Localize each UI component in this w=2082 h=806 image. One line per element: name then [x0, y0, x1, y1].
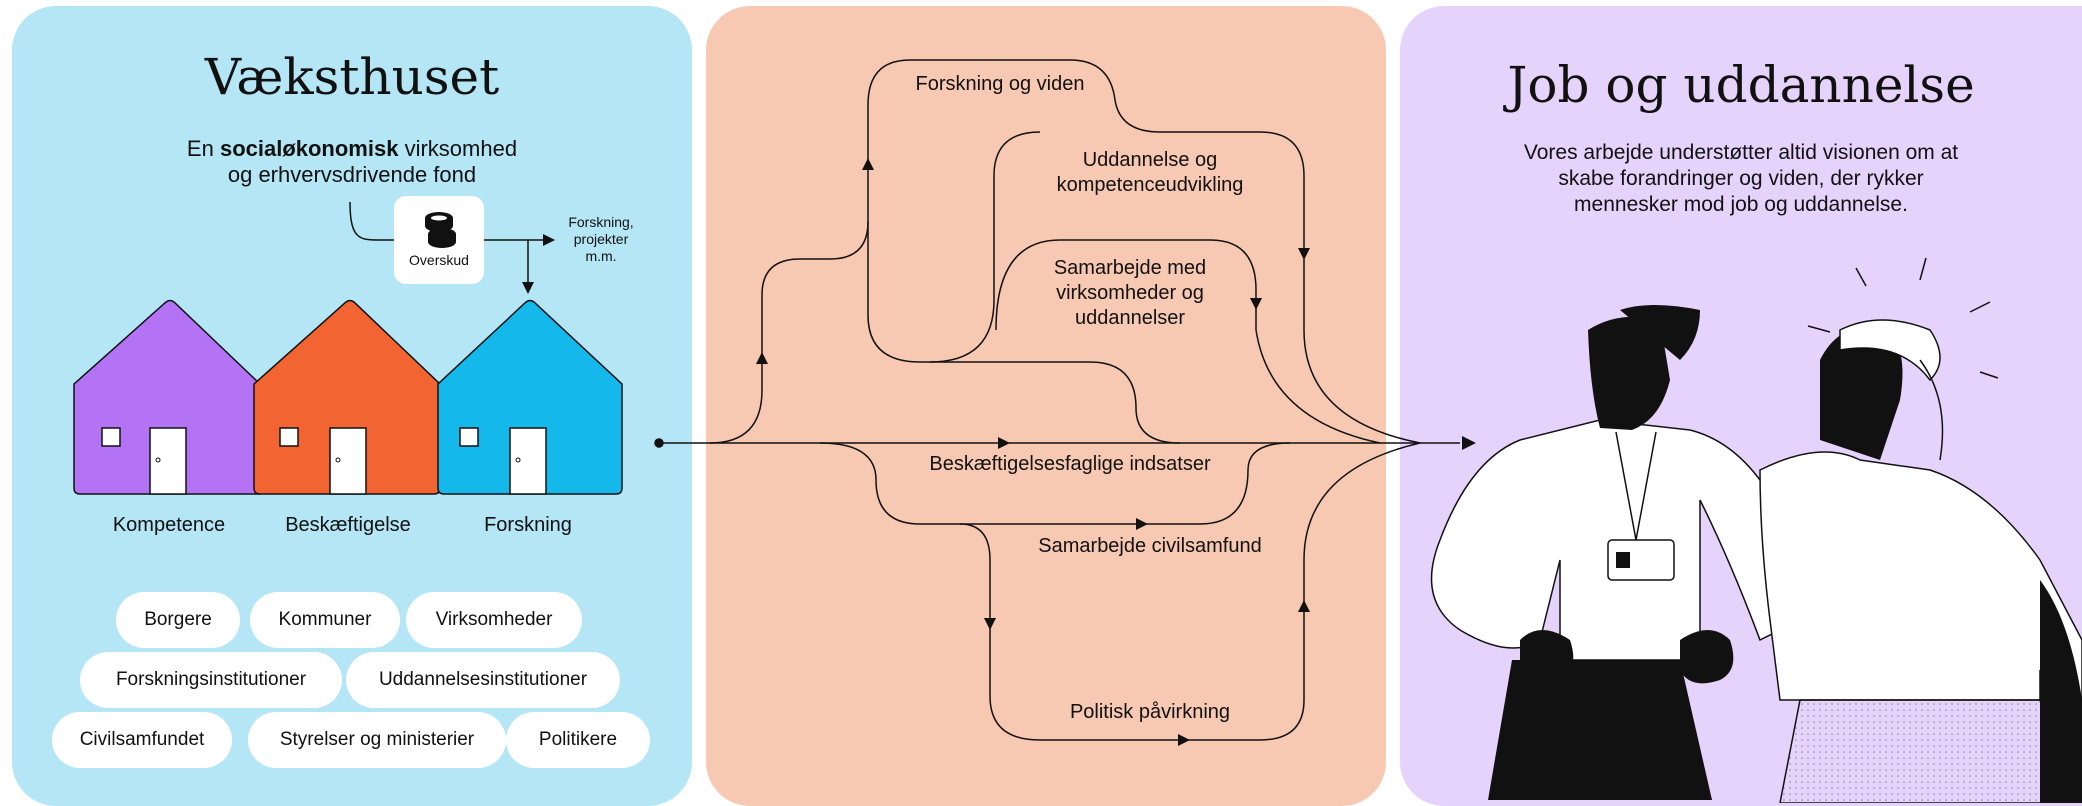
stakeholder-pill: Kommuner [250, 592, 400, 648]
house-label-kompetence: Kompetence [112, 514, 226, 536]
surplus-box: Overskud [394, 196, 484, 284]
sparkle-icon [1807, 257, 1999, 379]
flow-forskning-line [709, 59, 1421, 444]
surplus-out-arrowhead [543, 234, 555, 246]
surplus-down-arrowhead [522, 282, 534, 294]
flow-politisk-line [959, 442, 1421, 741]
surplus-target-line-1: Forskning, [568, 214, 634, 230]
subtitle-prefix: En [186, 136, 220, 161]
person-woman-illustration [1759, 257, 2082, 803]
flow-virksomheder-line-2: virksomheder og [1056, 282, 1204, 304]
window-icon [279, 427, 299, 447]
house-kompetence [73, 299, 261, 495]
flow-output-arrow [1462, 436, 1476, 450]
stakeholder-pill: Forskningsinstitutioner [80, 652, 342, 708]
subtitle-suffix: virksomhed [398, 136, 518, 161]
flow-label-virksomheder: Samarbejde med virksomheder og uddannels… [1020, 256, 1240, 331]
flow-label-uddannelse: Uddannelse og kompetenceudvikling [1020, 148, 1280, 198]
stakeholder-pill: Styrelser og ministerier [248, 712, 506, 768]
stakeholder-pill: Uddannelsesinstitutioner [346, 652, 620, 708]
house-label-forskning: Forskning [484, 514, 572, 536]
activities-panel [706, 6, 1386, 806]
house-forskning [437, 299, 623, 495]
stakeholder-pill: Virksomheder [406, 592, 582, 648]
flow-uddannelse-line-2: kompetenceudvikling [1056, 174, 1244, 196]
flow-virksomheder-line-3: uddannelser [1074, 307, 1186, 329]
vaeksthuset-subtitle: En socialøkonomisk virksomhed og erhverv… [12, 136, 692, 188]
subtitle-line2: og erhvervsdrivende fond [227, 162, 477, 187]
window-icon [459, 427, 479, 447]
surplus-target-line-2: projekter [573, 231, 629, 247]
flow-uddannelse-line [929, 131, 1041, 363]
flow-branch-line [867, 222, 1181, 444]
door-icon [329, 427, 367, 495]
flow-label-politisk: Politisk påvirkning [1069, 701, 1231, 723]
stakeholder-pill: Politikere [506, 712, 650, 768]
student-cap-icon [1839, 319, 1941, 382]
stakeholder-pill: Civilsamfundet [52, 712, 232, 768]
house-label-beskaeftigelse: Beskæftigelse [285, 514, 411, 536]
description-line-3: mennesker mod job og uddannelse. [1574, 193, 1908, 216]
person-man-illustration [1430, 305, 1801, 800]
flow-beskaeftigelse-line [819, 442, 1291, 525]
surplus-target-line-3: m.m. [585, 248, 617, 264]
flow-virksomheder-line-1: Samarbejde med [1053, 257, 1207, 279]
door-icon [149, 427, 187, 495]
flow-label-forskning: Forskning og viden [915, 73, 1085, 95]
vaeksthuset-title: Væksthuset [204, 48, 500, 106]
flow-uddannelse-line-1: Uddannelse og [1082, 149, 1218, 171]
door-icon [509, 427, 547, 495]
description-line-2: skabe forandringer og viden, der rykker [1558, 167, 1924, 190]
house-beskaeftigelse [253, 299, 441, 495]
subtitle-bold: socialøkonomisk [219, 136, 399, 161]
job-uddannelse-description: Vores arbejde understøtter altid visione… [1400, 140, 2082, 218]
flow-label-beskaeftigelse: Beskæftigelsesfaglige indsatser [929, 453, 1211, 475]
window-icon [101, 427, 121, 447]
description-line-1: Vores arbejde understøtter altid visione… [1523, 141, 1959, 164]
stakeholder-pill: Borgere [116, 592, 240, 648]
surplus-label: Overskud [409, 252, 469, 268]
flow-virksomheder-line [995, 239, 1381, 444]
flow-label-civilsamfund: Samarbejde civilsamfund [1038, 535, 1262, 557]
surplus-in-line [349, 201, 394, 241]
job-uddannelse-title: Job og uddannelse [1507, 56, 1975, 114]
coins-icon [425, 212, 456, 248]
id-badge [1607, 539, 1675, 581]
flow-network [654, 59, 1460, 741]
flow-arrowheads [756, 158, 1476, 746]
surplus-target-label: Forskning, projekter m.m. [556, 214, 646, 265]
